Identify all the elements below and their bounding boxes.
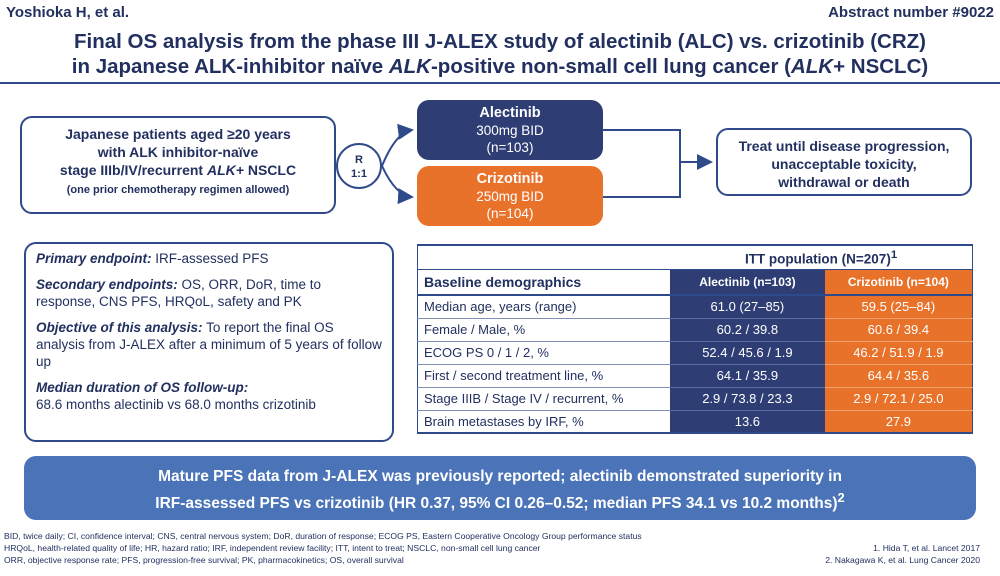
connector-crizotinib-to-treat (603, 162, 681, 198)
treatment-duration-box: Treat until disease progression, unaccep… (716, 128, 972, 196)
table-row: First / second treatment line, %64.1 / 3… (417, 364, 973, 388)
authors: Yoshioka H, et al. (6, 4, 130, 21)
arrow-to-crizotinib (381, 165, 414, 205)
column-header-crizotinib: Crizotinib (n=104) (824, 269, 973, 296)
population-header: ITT population (N=207)1 (670, 245, 973, 270)
column-header-demographics: Baseline demographics (417, 269, 671, 296)
abstract-number: Abstract number #9022 (828, 4, 994, 21)
arrow-to-alectinib (381, 123, 414, 167)
references: 1. Hida T, et al. Lancet 2017 2. Nakagaw… (825, 543, 980, 565)
alectinib-arm: Alectinib 300mg BID (n=103) (417, 100, 603, 160)
randomization-circle: R 1:1 (336, 143, 382, 189)
secondary-endpoints: Secondary endpoints: OS, ORR, DoR, time … (36, 277, 322, 309)
column-header-alectinib: Alectinib (n=103) (670, 269, 825, 296)
analysis-objective: Objective of this analysis: To report th… (36, 320, 382, 369)
os-follow-up: Median duration of OS follow-up:68.6 mon… (36, 380, 316, 412)
title-divider (0, 82, 1000, 84)
patient-eligibility-box: Japanese patients aged ≥20 years with AL… (20, 116, 336, 214)
title-line-1: Final OS analysis from the phase III J-A… (73, 30, 926, 53)
primary-endpoint: Primary endpoint: IRF-assessed PFS (36, 251, 269, 266)
table-row: Stage IIIB / Stage IV / recurrent, %2.9 … (417, 387, 973, 411)
prior-chemo-note: (one prior chemotherapy regimen allowed) (66, 184, 290, 196)
crizotinib-arm: Crizotinib 250mg BID (n=104) (417, 166, 603, 226)
arrow-alectinib-to-treat (603, 129, 713, 170)
poster-title: Final OS analysis from the phase III J-A… (0, 29, 1000, 79)
baseline-demographics-table: ITT population (N=207)1 Baseline demogra… (417, 244, 973, 434)
table-row: Median age, years (range)61.0 (27–85)59.… (417, 295, 973, 319)
endpoints-box: Primary endpoint: IRF-assessed PFS Secon… (24, 242, 394, 442)
title-line-2: in Japanese ALK-inhibitor naïve ALK-posi… (71, 55, 929, 78)
pfs-summary-banner: Mature PFS data from J-ALEX was previous… (24, 456, 976, 520)
abbreviations-footnote: BID, twice daily; CI, confidence interva… (4, 531, 642, 565)
